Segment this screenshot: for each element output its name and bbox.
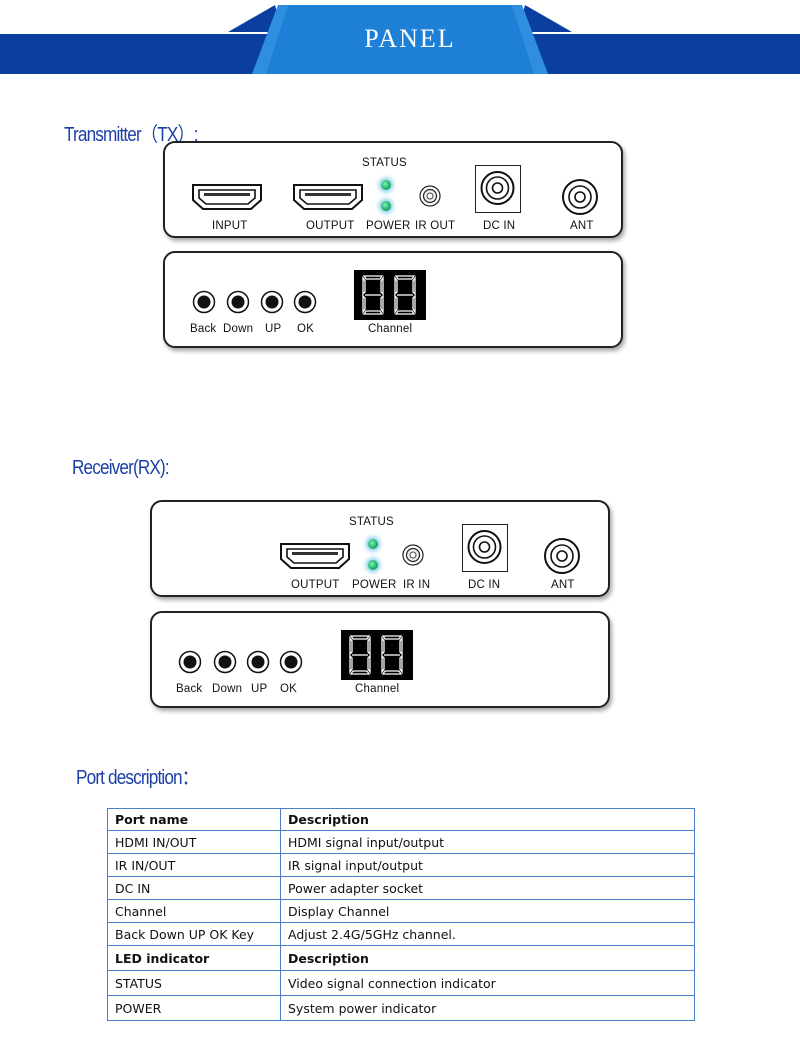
table-cell: STATUS bbox=[107, 970, 281, 996]
table-cell: System power indicator bbox=[280, 995, 695, 1021]
rx-power-label: POWER bbox=[352, 579, 397, 591]
table-header-cell: Port name bbox=[107, 808, 281, 831]
dc-jack-icon bbox=[475, 165, 521, 213]
rx-irin-label: IR IN bbox=[403, 579, 431, 591]
table-header-cell: LED indicator bbox=[107, 945, 281, 971]
tx-status-label: STATUS bbox=[362, 157, 407, 169]
rx-front-panel: STATUS OUTPUT POWER IR IN DC IN ANT bbox=[150, 500, 610, 597]
down-button-icon bbox=[226, 290, 250, 314]
table-cell: Back Down UP OK Key bbox=[107, 922, 281, 946]
header-banner bbox=[0, 5, 800, 74]
table-cell: IR signal input/output bbox=[280, 853, 695, 877]
table-row: Back Down UP OK Key Adjust 2.4G/5GHz cha… bbox=[107, 922, 695, 946]
ir-jack-icon bbox=[402, 544, 424, 566]
table-cell: DC IN bbox=[107, 876, 281, 900]
table-cell: Power adapter socket bbox=[280, 876, 695, 900]
hdmi-port-icon bbox=[293, 184, 363, 210]
table-cell: POWER bbox=[107, 995, 281, 1021]
rx-up-label: UP bbox=[251, 683, 268, 695]
table-cell: HDMI IN/OUT bbox=[107, 830, 281, 854]
table-row: IR IN/OUT IR signal input/output bbox=[107, 853, 695, 877]
ir-jack-icon bbox=[419, 185, 441, 207]
hdmi-port-icon bbox=[192, 184, 262, 210]
rx-back-label: Back bbox=[176, 683, 203, 695]
up-button-icon bbox=[260, 290, 284, 314]
table-row: STATUS Video signal connection indicator bbox=[107, 970, 695, 996]
port-description-table: Port name Description HDMI IN/OUT HDMI s… bbox=[107, 808, 695, 1021]
hdmi-port-icon bbox=[280, 543, 350, 569]
table-row: HDMI IN/OUT HDMI signal input/output bbox=[107, 830, 695, 854]
up-button-icon bbox=[246, 650, 270, 674]
antenna-connector-icon bbox=[544, 538, 580, 574]
table-cell: Video signal connection indicator bbox=[280, 970, 695, 996]
tx-output-label: OUTPUT bbox=[306, 220, 355, 232]
rx-ok-label: OK bbox=[280, 683, 298, 695]
tx-irout-label: IR OUT bbox=[415, 220, 456, 232]
rx-dcin-label: DC IN bbox=[468, 579, 501, 591]
table-header-cell: Description bbox=[280, 945, 695, 971]
back-button-icon bbox=[192, 290, 216, 314]
port-description-title: Port description： bbox=[76, 767, 199, 789]
table-row: POWER System power indicator bbox=[107, 995, 695, 1021]
back-button-icon bbox=[178, 650, 202, 674]
tx-up-label: UP bbox=[265, 323, 282, 335]
table-header-row: Port name Description bbox=[107, 808, 695, 831]
power-led-icon bbox=[368, 560, 378, 570]
transmitter-title: Transmitter（TX）: bbox=[64, 124, 199, 146]
rx-down-label: Down bbox=[212, 683, 243, 695]
table-row: Channel Display Channel bbox=[107, 899, 695, 923]
tx-front-panel: STATUS INPUT OUTPUT POWER IR OUT DC IN A… bbox=[163, 141, 623, 238]
power-led-icon bbox=[381, 201, 391, 211]
antenna-connector-icon bbox=[562, 179, 598, 215]
tx-back-label: Back bbox=[190, 323, 217, 335]
tx-down-label: Down bbox=[223, 323, 254, 335]
rx-channel-label: Channel bbox=[355, 683, 400, 695]
table-cell: HDMI signal input/output bbox=[280, 830, 695, 854]
ok-button-icon bbox=[293, 290, 317, 314]
tx-ok-label: OK bbox=[297, 323, 315, 335]
down-button-icon bbox=[213, 650, 237, 674]
rx-back-panel: Back Down UP OK Channel bbox=[150, 611, 610, 708]
dc-jack-icon bbox=[462, 524, 508, 572]
rx-ant-label: ANT bbox=[551, 579, 575, 591]
receiver-title: Receiver(RX): bbox=[72, 457, 170, 479]
tx-channel-label: Channel bbox=[368, 323, 413, 335]
table-row: DC IN Power adapter socket bbox=[107, 876, 695, 900]
page-title: PANEL bbox=[364, 24, 456, 53]
tx-back-panel: Back Down UP OK Channel bbox=[163, 251, 623, 348]
rx-status-label: STATUS bbox=[349, 516, 394, 528]
ok-button-icon bbox=[279, 650, 303, 674]
table-cell: IR IN/OUT bbox=[107, 853, 281, 877]
tx-dcin-label: DC IN bbox=[483, 220, 516, 232]
table-cell: Channel bbox=[107, 899, 281, 923]
led-header-row: LED indicator Description bbox=[107, 945, 695, 971]
tx-ant-label: ANT bbox=[570, 220, 594, 232]
table-header-cell: Description bbox=[280, 808, 695, 831]
seven-segment-display-icon bbox=[341, 630, 413, 680]
seven-segment-display-icon bbox=[354, 270, 426, 320]
table-cell: Adjust 2.4G/5GHz channel. bbox=[280, 922, 695, 946]
rx-output-label: OUTPUT bbox=[291, 579, 340, 591]
status-led-icon bbox=[368, 539, 378, 549]
status-led-icon bbox=[381, 180, 391, 190]
tx-power-label: POWER bbox=[366, 220, 411, 232]
table-cell: Display Channel bbox=[280, 899, 695, 923]
tx-input-label: INPUT bbox=[212, 220, 248, 232]
